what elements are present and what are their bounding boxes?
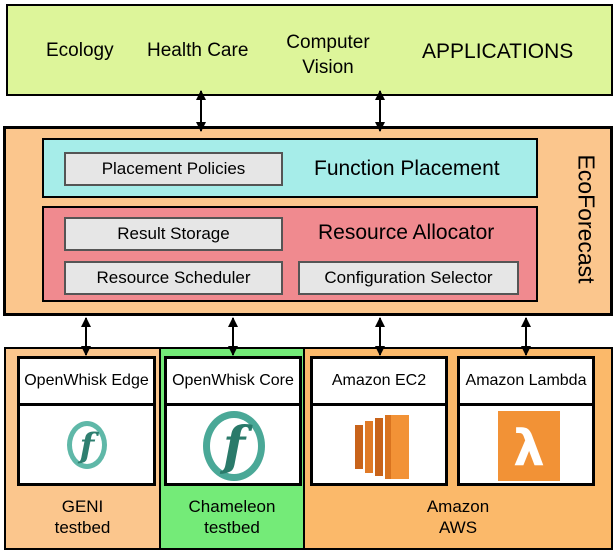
openwhisk-core-label: OpenWhisk Core — [167, 359, 299, 406]
applications-title: APPLICATIONS — [422, 40, 574, 63]
amazon-lambda-platform: Amazon Lambda λ — [457, 356, 595, 486]
resource-scheduler-box: Resource Scheduler — [64, 261, 283, 295]
function-placement-title: Function Placement — [314, 157, 500, 180]
app-ecology: Ecology — [46, 40, 114, 61]
amazon-ec2-label: Amazon EC2 — [313, 359, 445, 406]
openwhisk-core-platform: OpenWhisk Core f — [164, 356, 302, 486]
app-health-care: Health Care — [147, 40, 249, 61]
aws-lambda-icon: λ — [498, 411, 560, 481]
openwhisk-logo-icon: f — [67, 421, 107, 469]
applications-layer: Ecology Health Care Computer Vision APPL… — [6, 4, 613, 96]
amazon-ec2-platform: Amazon EC2 — [310, 356, 448, 486]
openwhisk-logo-icon: f — [203, 411, 265, 481]
geni-testbed-label: GENI testbed — [54, 497, 111, 537]
result-storage-box: Result Storage — [64, 217, 283, 251]
configuration-selector-box: Configuration Selector — [298, 261, 519, 295]
amazon-aws-label: Amazon AWS — [426, 497, 490, 537]
amazon-lambda-label: Amazon Lambda — [460, 359, 592, 406]
resource-allocator-module: Result Storage Resource Allocator Resour… — [42, 206, 538, 302]
chameleon-testbed-label: Chameleon testbed — [188, 497, 276, 537]
app-computer-vision: Computer Vision — [286, 32, 370, 78]
amazon-ec2-icon — [355, 415, 409, 479]
openwhisk-edge-label: OpenWhisk Edge — [20, 359, 153, 406]
openwhisk-edge-platform: OpenWhisk Edge f — [17, 356, 156, 486]
placement-policies-box: Placement Policies — [64, 152, 283, 186]
svg-text:f: f — [78, 426, 100, 466]
function-placement-module: Placement Policies Function Placement — [42, 138, 538, 198]
resource-allocator-title: Resource Allocator — [318, 221, 495, 244]
svg-text:λ: λ — [513, 419, 545, 477]
